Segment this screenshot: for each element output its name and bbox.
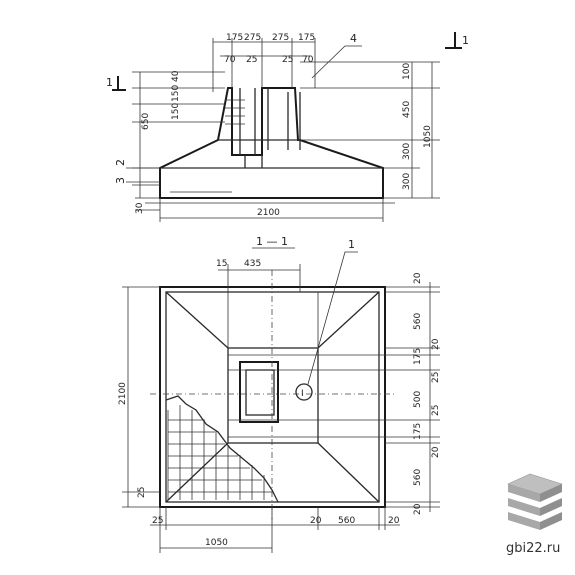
elev-right-dim-2: 450: [402, 101, 412, 118]
logo-slab-top-side: [508, 484, 540, 502]
elev-left-dim-2: 150: [171, 85, 181, 102]
elev-inner-dim-2: 25: [246, 55, 257, 65]
center-mark: I: [301, 389, 304, 399]
plan-title: 1 — 1: [256, 235, 288, 248]
elev-bottom-dim: 2100: [257, 208, 280, 218]
right-dim-lines: [300, 61, 440, 199]
plan-outer: [159, 286, 386, 508]
watermark-text: gbi22.ru: [506, 541, 560, 556]
section-mark-right: [445, 32, 462, 49]
watermark-logo: gbi22.ru: [506, 473, 563, 556]
plan-left-dim: [122, 286, 160, 508]
cutaway-break: [165, 395, 279, 503]
plan-socket: [239, 361, 279, 423]
plan-right-dim-5: 25: [431, 372, 441, 383]
plan-left-small-dim: 25: [137, 487, 147, 498]
top-dim-lines: [212, 38, 316, 92]
callout-1-circle: [295, 383, 313, 401]
rebar-lines: [170, 99, 245, 193]
elev-right-dim-total: 1050: [423, 125, 433, 148]
plan-right-dim-3: 20: [431, 338, 441, 350]
plan-outer-inner: [165, 291, 380, 503]
elev-inner-dim-3: 25: [282, 55, 293, 65]
plan-right-dim-6: 500: [413, 391, 423, 408]
plan-bottom-dim-2: 20: [310, 516, 322, 526]
elev-top-dim-2: 275: [244, 33, 261, 43]
elev-right-dim-3: 300: [402, 143, 412, 160]
callout-1-leader: [307, 251, 358, 385]
plan-top-dim-1: 15: [216, 259, 227, 269]
plan-left-dim: 2100: [118, 382, 128, 405]
plan-bottom-dim-3: 560: [338, 516, 355, 526]
plan-diagonals: [165, 291, 380, 503]
elev-top-dim-4: 175: [298, 33, 315, 43]
elevation-view: 175 275 275 175 70 25 25 70 40 150 150 6…: [106, 32, 469, 222]
plan-right-dim-1: 20: [413, 272, 423, 284]
plan-top-dim: [218, 264, 301, 292]
elev-left-dim-1: 40: [171, 70, 181, 82]
plan-right-dim-11: 20: [413, 503, 423, 515]
elev-left-dim-3: 150: [171, 103, 181, 120]
step-lines: [160, 139, 383, 169]
elev-inner-dim-1: 70: [224, 55, 236, 65]
plan-right-dim-10: 560: [413, 469, 423, 486]
callout-2: 2: [114, 159, 127, 166]
plan-right-dim-2: 560: [413, 313, 423, 330]
section-mark-right-label: 1: [462, 34, 469, 47]
plan-right-dim-9: 20: [431, 446, 441, 458]
plan-inner-lines: [227, 292, 385, 438]
callout-4: 4: [350, 32, 357, 45]
plan-top-dim-2: 435: [244, 259, 261, 269]
elev-left-dim-4: 650: [141, 113, 151, 130]
section-mark-left-label: 1: [106, 76, 113, 89]
plan-socket-inner: [245, 369, 275, 416]
callout-3: 3: [114, 177, 127, 184]
elev-right-dim-4: 300: [402, 173, 412, 190]
plan-right-dim-7: 25: [431, 405, 441, 416]
elev-top-dim-3: 275: [272, 33, 289, 43]
elev-top-dim-1: 175: [226, 33, 243, 43]
logo-slab-bot-front: [540, 512, 562, 530]
callout-2-3-leaders: [126, 167, 160, 183]
plan-right-dim-8: 175: [413, 423, 423, 440]
column-outline: [239, 88, 301, 155]
plan-bottom-dim-4: 20: [388, 516, 400, 526]
plan-right-dim-4: 175: [413, 348, 423, 365]
logo-slab-mid-front: [540, 498, 562, 516]
section-mark-left: [112, 76, 126, 91]
elev-right-dim-1: 100: [402, 63, 412, 80]
plan-axes: [150, 270, 395, 520]
logo-slab-bot-side: [508, 512, 540, 530]
elev-inner-dim-4: 70: [302, 55, 314, 65]
callout-4-leader: [311, 45, 362, 79]
plan-bottom-total: 1050: [205, 538, 228, 548]
plan-bottom-dim: [150, 507, 400, 553]
callout-1: 1: [348, 238, 355, 251]
logo-slab-top-front: [540, 484, 562, 502]
plan-right-dim: [385, 282, 440, 512]
plan-step: [227, 347, 319, 444]
elev-base-dim: 30: [135, 202, 145, 214]
rebar-grid: [167, 405, 272, 500]
plan-bottom-dim-1: 25: [152, 516, 163, 526]
logo-slab-mid-side: [508, 498, 540, 516]
elevation-outline: [159, 87, 384, 199]
plan-view: 1 — 1 1 I 15 435 20 560 20 175: [118, 235, 441, 553]
